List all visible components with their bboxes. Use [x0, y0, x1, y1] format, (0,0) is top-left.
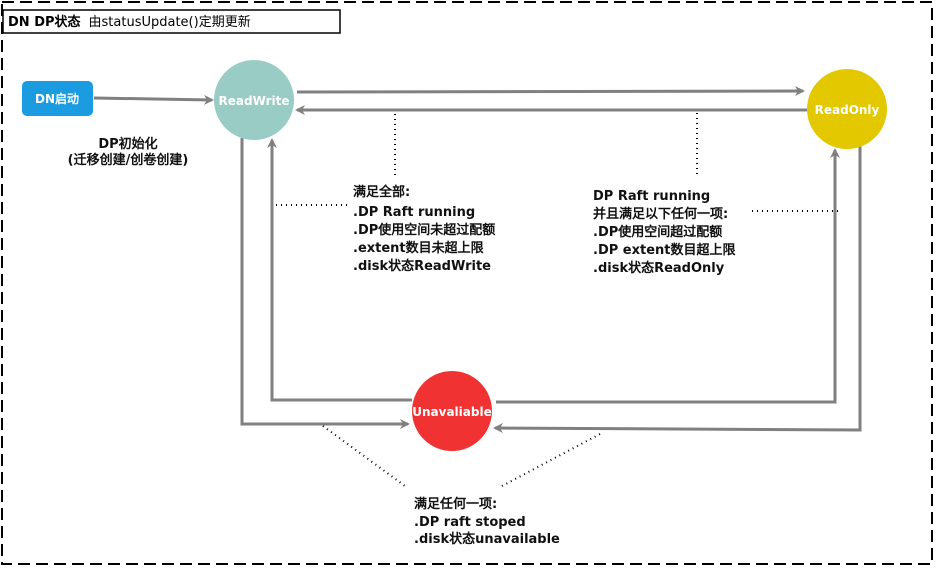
dn-start-node: [22, 81, 93, 116]
to-readonly-line-4: .DP extent数目超上限: [593, 242, 736, 258]
to-readonly-line-1: DP Raft running: [593, 189, 710, 204]
arrow-unavailable-to-readonly: [496, 148, 840, 404]
arrow-readonly-to-unavailable: [493, 143, 862, 434]
to-readonly-line-2: 并且满足以下任何一项:: [593, 206, 728, 222]
dotted-connector-un-left: [322, 425, 406, 487]
unavailable-label: Unavaliable: [412, 405, 491, 419]
to-readwrite-line-3: .DP使用空间未超过配额: [353, 222, 495, 238]
dotted-connector-un-right: [501, 433, 601, 487]
annotation-to-unavailable: 满足任何一项: .DP raft stoped .disk状态unavailab…: [414, 496, 560, 547]
readonly-node: [807, 69, 887, 149]
readwrite-node: [214, 60, 294, 140]
unavailable-node: [412, 371, 492, 451]
dn-start-label: DN启动: [35, 91, 79, 106]
to-readonly-line-5: .disk状态ReadOnly: [593, 260, 725, 276]
arrow-unavailable-to-readwrite: [267, 138, 412, 402]
annotation-to-readwrite: 满足全部: .DP Raft running .DP使用空间未超过配额 .ext…: [353, 184, 495, 274]
title-bold: DN DP状态: [8, 14, 81, 30]
to-unavailable-line-2: .DP raft stoped: [414, 515, 526, 530]
to-unavailable-line-3: .disk状态unavailable: [414, 531, 560, 547]
title: DN DP状态由statusUpdate()定期更新: [8, 14, 251, 30]
init-label-2: (迁移创建/创卷创建): [68, 152, 189, 168]
arrow-readwrite-to-readonly: [296, 86, 805, 97]
readonly-label: ReadOnly: [815, 103, 880, 117]
readwrite-label: ReadWrite: [219, 94, 290, 108]
to-readonly-line-3: .DP使用空间超过配额: [593, 224, 722, 240]
title-box: [2, 9, 341, 34]
arrow-readwrite-to-unavailable: [240, 138, 410, 429]
annotation-to-readonly: DP Raft running 并且满足以下任何一项: .DP使用空间超过配额 …: [593, 189, 736, 276]
to-readwrite-line-1: 满足全部:: [353, 184, 410, 200]
title-rest: 由statusUpdate()定期更新: [89, 14, 251, 30]
to-readwrite-line-5: .disk状态ReadWrite: [353, 258, 491, 274]
to-unavailable-line-1: 满足任何一项:: [414, 496, 497, 512]
to-readwrite-line-2: .DP Raft running: [353, 205, 475, 220]
arrow-dn-to-readwrite: [93, 94, 214, 105]
init-label-1: DP初始化: [98, 136, 157, 152]
to-readwrite-line-4: .extent数目未超上限: [353, 240, 485, 256]
